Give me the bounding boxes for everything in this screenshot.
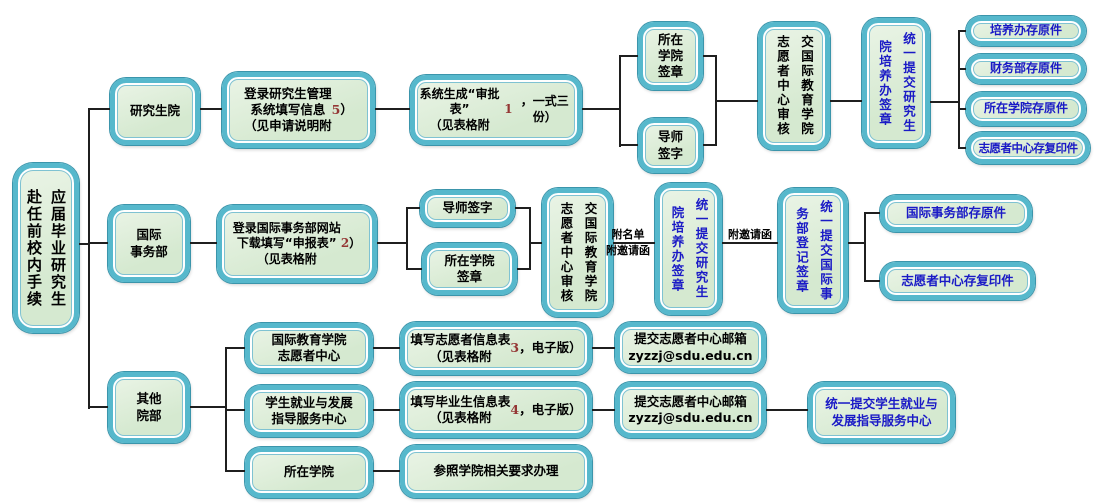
connector-line — [715, 100, 758, 102]
connector-line — [406, 207, 408, 270]
flow-node-home-college: 所在学院 — [245, 447, 373, 498]
connector-line — [373, 409, 400, 411]
flow-node-archive-volunteer-copy-2: 志愿者中心存复印件 — [880, 262, 1035, 300]
connector-line — [766, 409, 808, 411]
connector-line — [373, 470, 400, 472]
flow-node-college-seal-1: 所在 学院 签章 — [638, 22, 703, 90]
connector-line — [619, 144, 638, 146]
connector-line — [529, 207, 531, 270]
connector-line — [88, 108, 110, 110]
flow-node-submit-grad-office-2: 统一提交研究生 院培养办签章 — [655, 183, 722, 315]
flow-node-archive-college: 所在学院存原件 — [966, 92, 1086, 126]
flow-node-advisor-sign-2: 导师签字 — [420, 190, 515, 227]
flow-node-submit-career-center: 统一提交学生就业与 发展指导服务中心 — [808, 382, 955, 443]
connector-line — [864, 212, 880, 214]
connector-line — [864, 280, 880, 282]
flow-node-archive-intl: 国际事务部存原件 — [880, 195, 1032, 232]
connector-line — [225, 347, 245, 349]
connector-line — [830, 100, 862, 102]
connector-line — [225, 409, 245, 411]
flow-node-submit-grad-office-1: 统一提交研究生 院培养办签章 — [862, 18, 930, 148]
connector-line — [592, 347, 615, 349]
connector-line — [529, 242, 542, 244]
connector-line — [375, 108, 410, 110]
connector-label-attach-invitation: 附邀请函 — [728, 228, 772, 241]
flow-node-email-submit-2: 提交志愿者中心邮箱 zyzzj@sdu.edu.cn — [615, 382, 766, 438]
connector-line — [406, 207, 420, 209]
connector-line — [703, 55, 717, 57]
connector-line — [958, 30, 960, 149]
flow-node-submit-intl-office: 统一提交国际事 务部登记签章 — [778, 188, 848, 313]
flow-node-archive-training: 培养办存原件 — [966, 16, 1086, 46]
connector-line — [722, 242, 778, 244]
flow-node-career-center: 学生就业与发展 指导服务中心 — [245, 385, 373, 437]
connector-line — [592, 409, 615, 411]
connector-line — [200, 108, 222, 110]
connector-line — [619, 55, 621, 147]
flow-node-advisor-sign-1: 导师 签字 — [638, 118, 703, 173]
connector-line — [619, 55, 638, 57]
flow-node-review-1: 交国际教育学院 志愿者中心审核 — [758, 22, 830, 150]
connector-line — [377, 242, 408, 244]
flow-node-archive-volunteer-copy-1: 志愿者中心存复印件 — [966, 132, 1090, 164]
connector-line — [406, 268, 422, 270]
connector-line — [864, 212, 866, 282]
connector-line — [88, 406, 108, 408]
connector-line — [190, 242, 217, 244]
connector-line — [848, 242, 866, 244]
connector-line — [79, 243, 89, 245]
connector-line — [930, 101, 960, 103]
flow-node-email-submit-1: 提交志愿者中心邮箱 zyzzj@sdu.edu.cn — [615, 322, 766, 373]
connector-line — [958, 68, 966, 70]
connector-line — [958, 30, 966, 32]
connector-label-attach-list-invitation: 附名单 附邀请函 — [606, 228, 650, 257]
flow-node-root-title: 应届毕业研究生 赴任前校内手续 — [13, 163, 79, 333]
flow-node-graduate-school: 研究生院 — [110, 78, 200, 145]
flow-node-college-process: 参照学院相关要求办理 — [400, 445, 592, 498]
flow-node-volunteer-center: 国际教育学院 志愿者中心 — [245, 323, 373, 373]
connector-line — [515, 207, 531, 209]
connector-line — [225, 470, 245, 472]
connector-line — [190, 406, 226, 408]
flow-node-archive-finance: 财务部存原件 — [966, 54, 1086, 84]
connector-line — [88, 242, 108, 244]
flow-node-college-seal-2: 所在学院 签章 — [422, 243, 517, 295]
flow-node-review-2: 交国际教育学院 志愿者中心审核 — [542, 188, 613, 317]
connector-line — [517, 268, 531, 270]
connector-line — [582, 108, 620, 110]
connector-line — [613, 242, 655, 244]
connector-line — [373, 347, 400, 349]
flow-node-other-depts: 其他 院部 — [108, 372, 190, 443]
connector-line — [88, 108, 90, 409]
connector-line — [703, 144, 717, 146]
flow-node-intl-affairs: 国际 事务部 — [108, 205, 190, 282]
connector-line — [958, 108, 966, 110]
connector-line — [958, 147, 966, 149]
